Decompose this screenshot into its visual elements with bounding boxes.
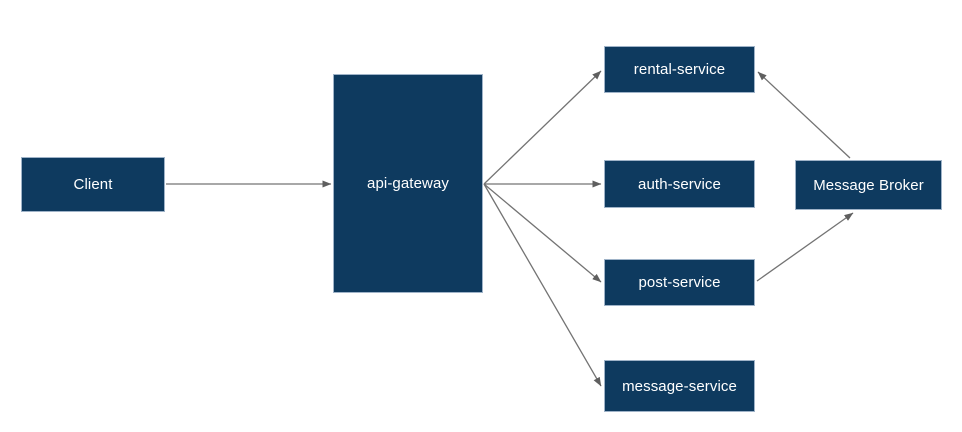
node-auth-service-label: auth-service [638,175,721,193]
node-api-gateway-label: api-gateway [367,175,449,192]
node-message-broker[interactable]: Message Broker [795,160,942,210]
edge-api-gateway-to-rental-service [483,70,602,185]
node-message-broker-label: Message Broker [813,176,924,194]
node-message-service-label: message-service [622,377,737,395]
node-post-service-label: post-service [638,274,721,291]
node-rental-service-label: rental-service [633,61,726,78]
node-client-label: Client [73,176,113,193]
node-post-service[interactable]: post-service [604,259,755,306]
node-auth-service[interactable]: auth-service [604,160,755,208]
node-rental-service[interactable]: rental-service [604,46,755,93]
edge-message-broker-to-rental-service [757,71,851,159]
node-message-service[interactable]: message-service [604,360,755,412]
edge-api-gateway-to-message-service [483,183,602,387]
edge-api-gateway-to-post-service [483,183,602,283]
edge-post-service-to-message-broker [756,212,854,282]
node-client[interactable]: Client [21,157,165,212]
node-api-gateway[interactable]: api-gateway [333,74,483,293]
